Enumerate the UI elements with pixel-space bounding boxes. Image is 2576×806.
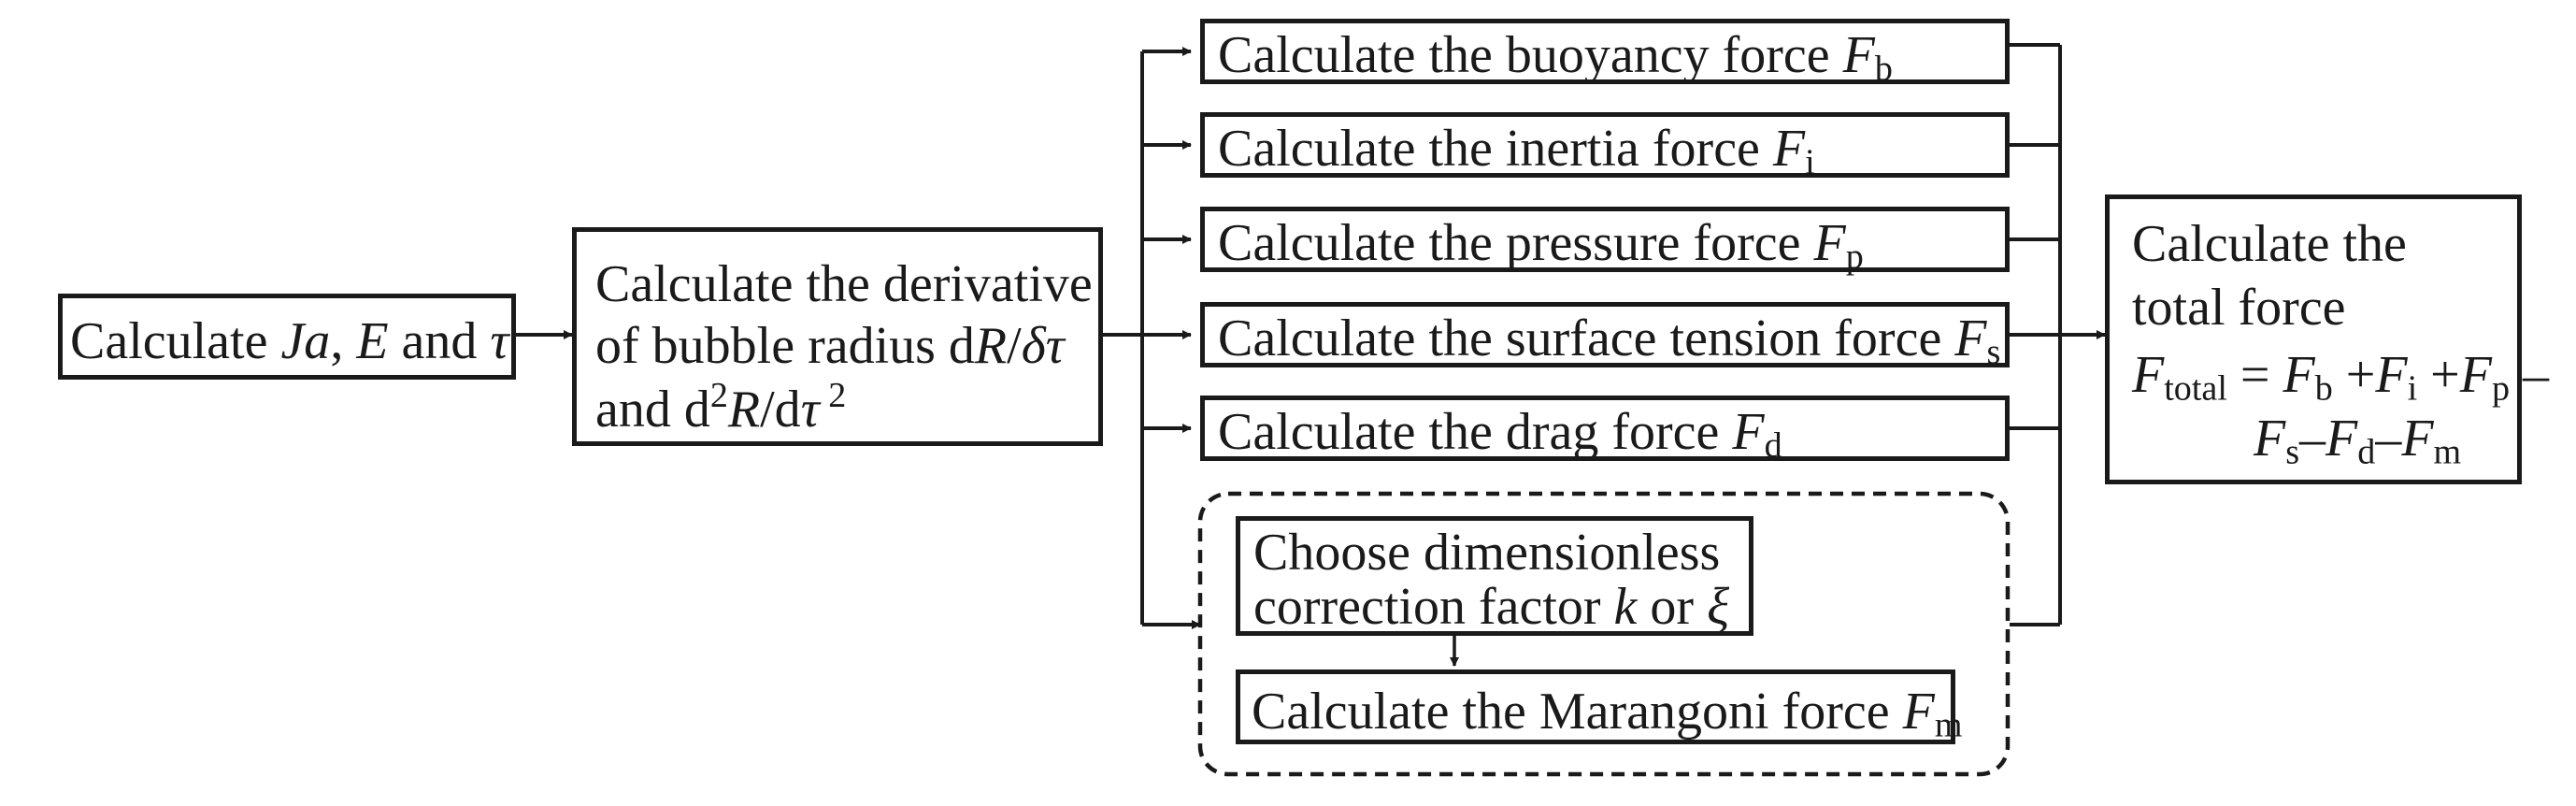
step-calculate-ja-e-tau: Calculate Ja, E and τ [58,294,516,380]
derivative-line-2: of bubble radius dR/δτ [595,317,1065,375]
derivative-line-3: and d2R/dτ 2 [595,376,847,439]
total-line-2: total force [2132,279,2346,337]
force-label-buoyancy: Calculate the buoyancy force Fb [1218,26,1893,89]
marangoni-group-dashed-border [1197,491,2011,777]
step-calculate-derivative: Calculate the derivative of bubble radiu… [572,227,1103,446]
total-equation-line-2: Fs–Fd–Fm [2254,410,2462,472]
force-label-inertia: Calculate the inertia force Fi [1218,120,1815,182]
choose-line-1: Choose dimensionless [1253,524,1721,582]
force-box-pressure: Calculate the pressure force Fp [1200,207,2010,277]
force-box-inertia: Calculate the inertia force Fi [1200,112,2010,182]
total-line-1: Calculate the [2132,215,2407,273]
step-calculate-ja-e-tau-text: Calculate Ja, E and τ [70,312,509,370]
total-force-box: Calculate the total force Ftotal = Fb +F… [2105,194,2549,484]
total-equation-line-1: Ftotal = Fb +Fi +Fp – [2132,346,2550,409]
force-label-pressure: Calculate the pressure force Fp [1218,214,1864,277]
force-box-drag: Calculate the drag force Fd [1200,396,2010,466]
force-label-marangoni: Calculate the Marangoni force Fm [1252,683,1963,745]
choose-correction-factor-box: Choose dimensionless correction factor k… [1236,516,1753,636]
choose-line-2: correction factor k or ξ [1253,578,1730,636]
force-label-surface-tension: Calculate the surface tension force Fs [1218,309,2001,372]
force-box-buoyancy: Calculate the buoyancy force Fb [1200,19,2010,89]
force-label-drag: Calculate the drag force Fd [1218,403,1782,466]
derivative-line-1: Calculate the derivative [595,255,1093,313]
force-box-surface-tension: Calculate the surface tension force Fs [1200,302,2010,372]
force-box-marangoni: Calculate the Marangoni force Fm [1236,669,1962,744]
